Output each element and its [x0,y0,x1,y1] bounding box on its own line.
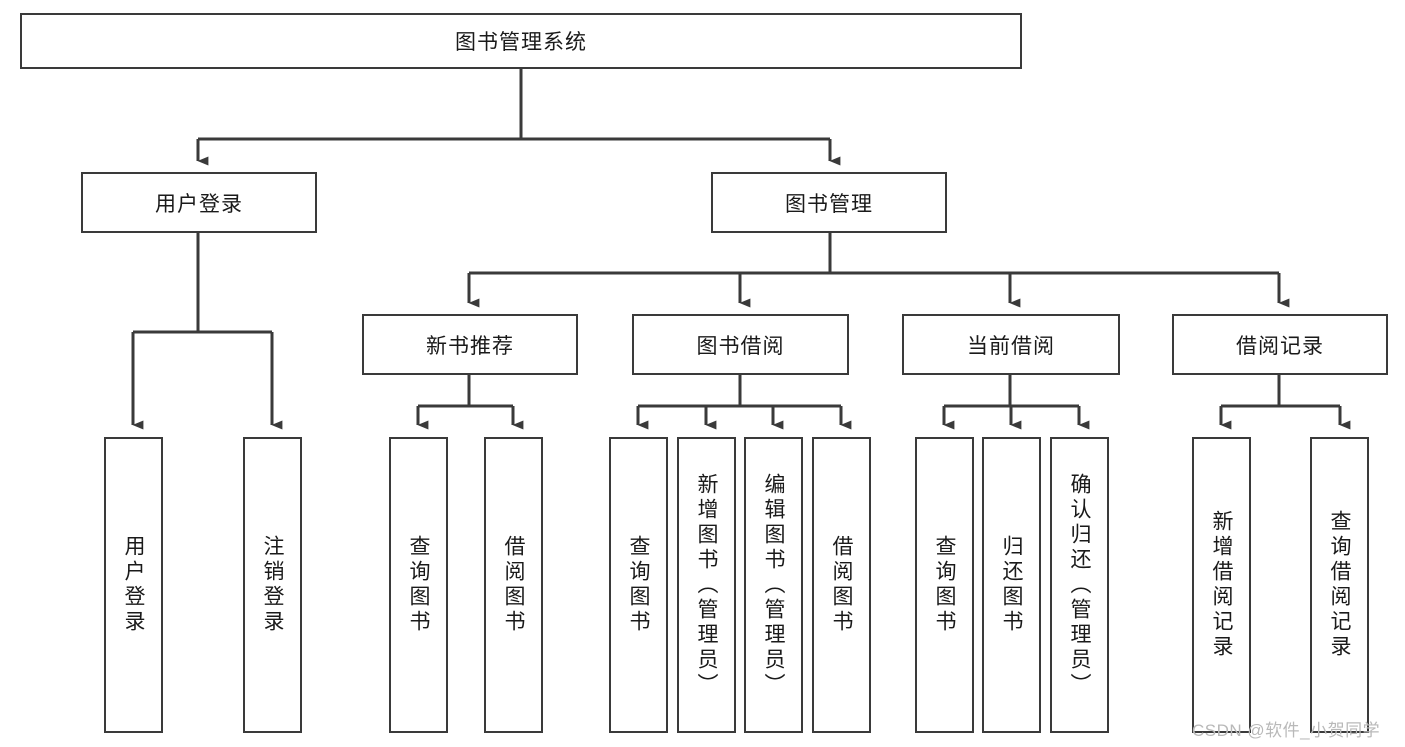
node-leaf-add-record[interactable]: 新增借阅记录 [1192,437,1251,733]
node-leaf-add-book[interactable]: 新增图书（管理员） [677,437,736,733]
node-leaf-return-book-label: 归还图书 [1000,535,1023,635]
node-borrow-record-label: 借阅记录 [1236,334,1324,358]
node-book-manage[interactable]: 图书管理 [711,172,947,233]
node-leaf-query-book-2[interactable]: 查询图书 [609,437,668,733]
node-new-book-rec[interactable]: 新书推荐 [362,314,578,375]
node-user-login[interactable]: 用户登录 [81,172,317,233]
node-current-borrow-label: 当前借阅 [967,334,1055,358]
node-current-borrow[interactable]: 当前借阅 [902,314,1120,375]
node-leaf-confirm-return-label: 确认归还（管理员） [1068,472,1091,698]
node-book-borrow[interactable]: 图书借阅 [632,314,849,375]
node-leaf-logout-label: 注销登录 [261,535,284,635]
node-new-book-rec-label: 新书推荐 [426,334,514,358]
node-root[interactable]: 图书管理系统 [20,13,1022,69]
node-leaf-edit-book-label: 编辑图书（管理员） [762,472,785,698]
node-leaf-add-book-label: 新增图书（管理员） [695,472,718,698]
node-leaf-query-record-label: 查询借阅记录 [1328,510,1351,660]
node-leaf-user-login-label: 用户登录 [122,535,145,635]
node-leaf-query-book-3[interactable]: 查询图书 [915,437,974,733]
node-root-label: 图书管理系统 [455,31,587,54]
node-leaf-return-book[interactable]: 归还图书 [982,437,1041,733]
node-leaf-borrow-book-1-label: 借阅图书 [502,535,525,635]
node-leaf-query-book-1-label: 查询图书 [407,535,430,635]
node-leaf-user-login[interactable]: 用户登录 [104,437,163,733]
node-leaf-query-book-1[interactable]: 查询图书 [389,437,448,733]
node-book-borrow-label: 图书借阅 [696,334,785,358]
node-leaf-borrow-book-2[interactable]: 借阅图书 [812,437,871,733]
node-leaf-edit-book[interactable]: 编辑图书（管理员） [744,437,803,733]
node-user-login-label: 用户登录 [155,192,243,216]
node-leaf-query-book-3-label: 查询图书 [933,535,956,635]
node-leaf-logout[interactable]: 注销登录 [243,437,302,733]
node-leaf-borrow-book-1[interactable]: 借阅图书 [484,437,543,733]
node-borrow-record[interactable]: 借阅记录 [1172,314,1388,375]
node-leaf-borrow-book-2-label: 借阅图书 [830,535,853,635]
node-leaf-add-record-label: 新增借阅记录 [1210,510,1233,660]
watermark: CSDN @软件_小贺同学 [1192,721,1381,740]
node-leaf-query-record[interactable]: 查询借阅记录 [1310,437,1369,733]
node-book-manage-label: 图书管理 [785,192,873,216]
node-leaf-confirm-return[interactable]: 确认归还（管理员） [1050,437,1109,733]
node-leaf-query-book-2-label: 查询图书 [627,535,650,635]
